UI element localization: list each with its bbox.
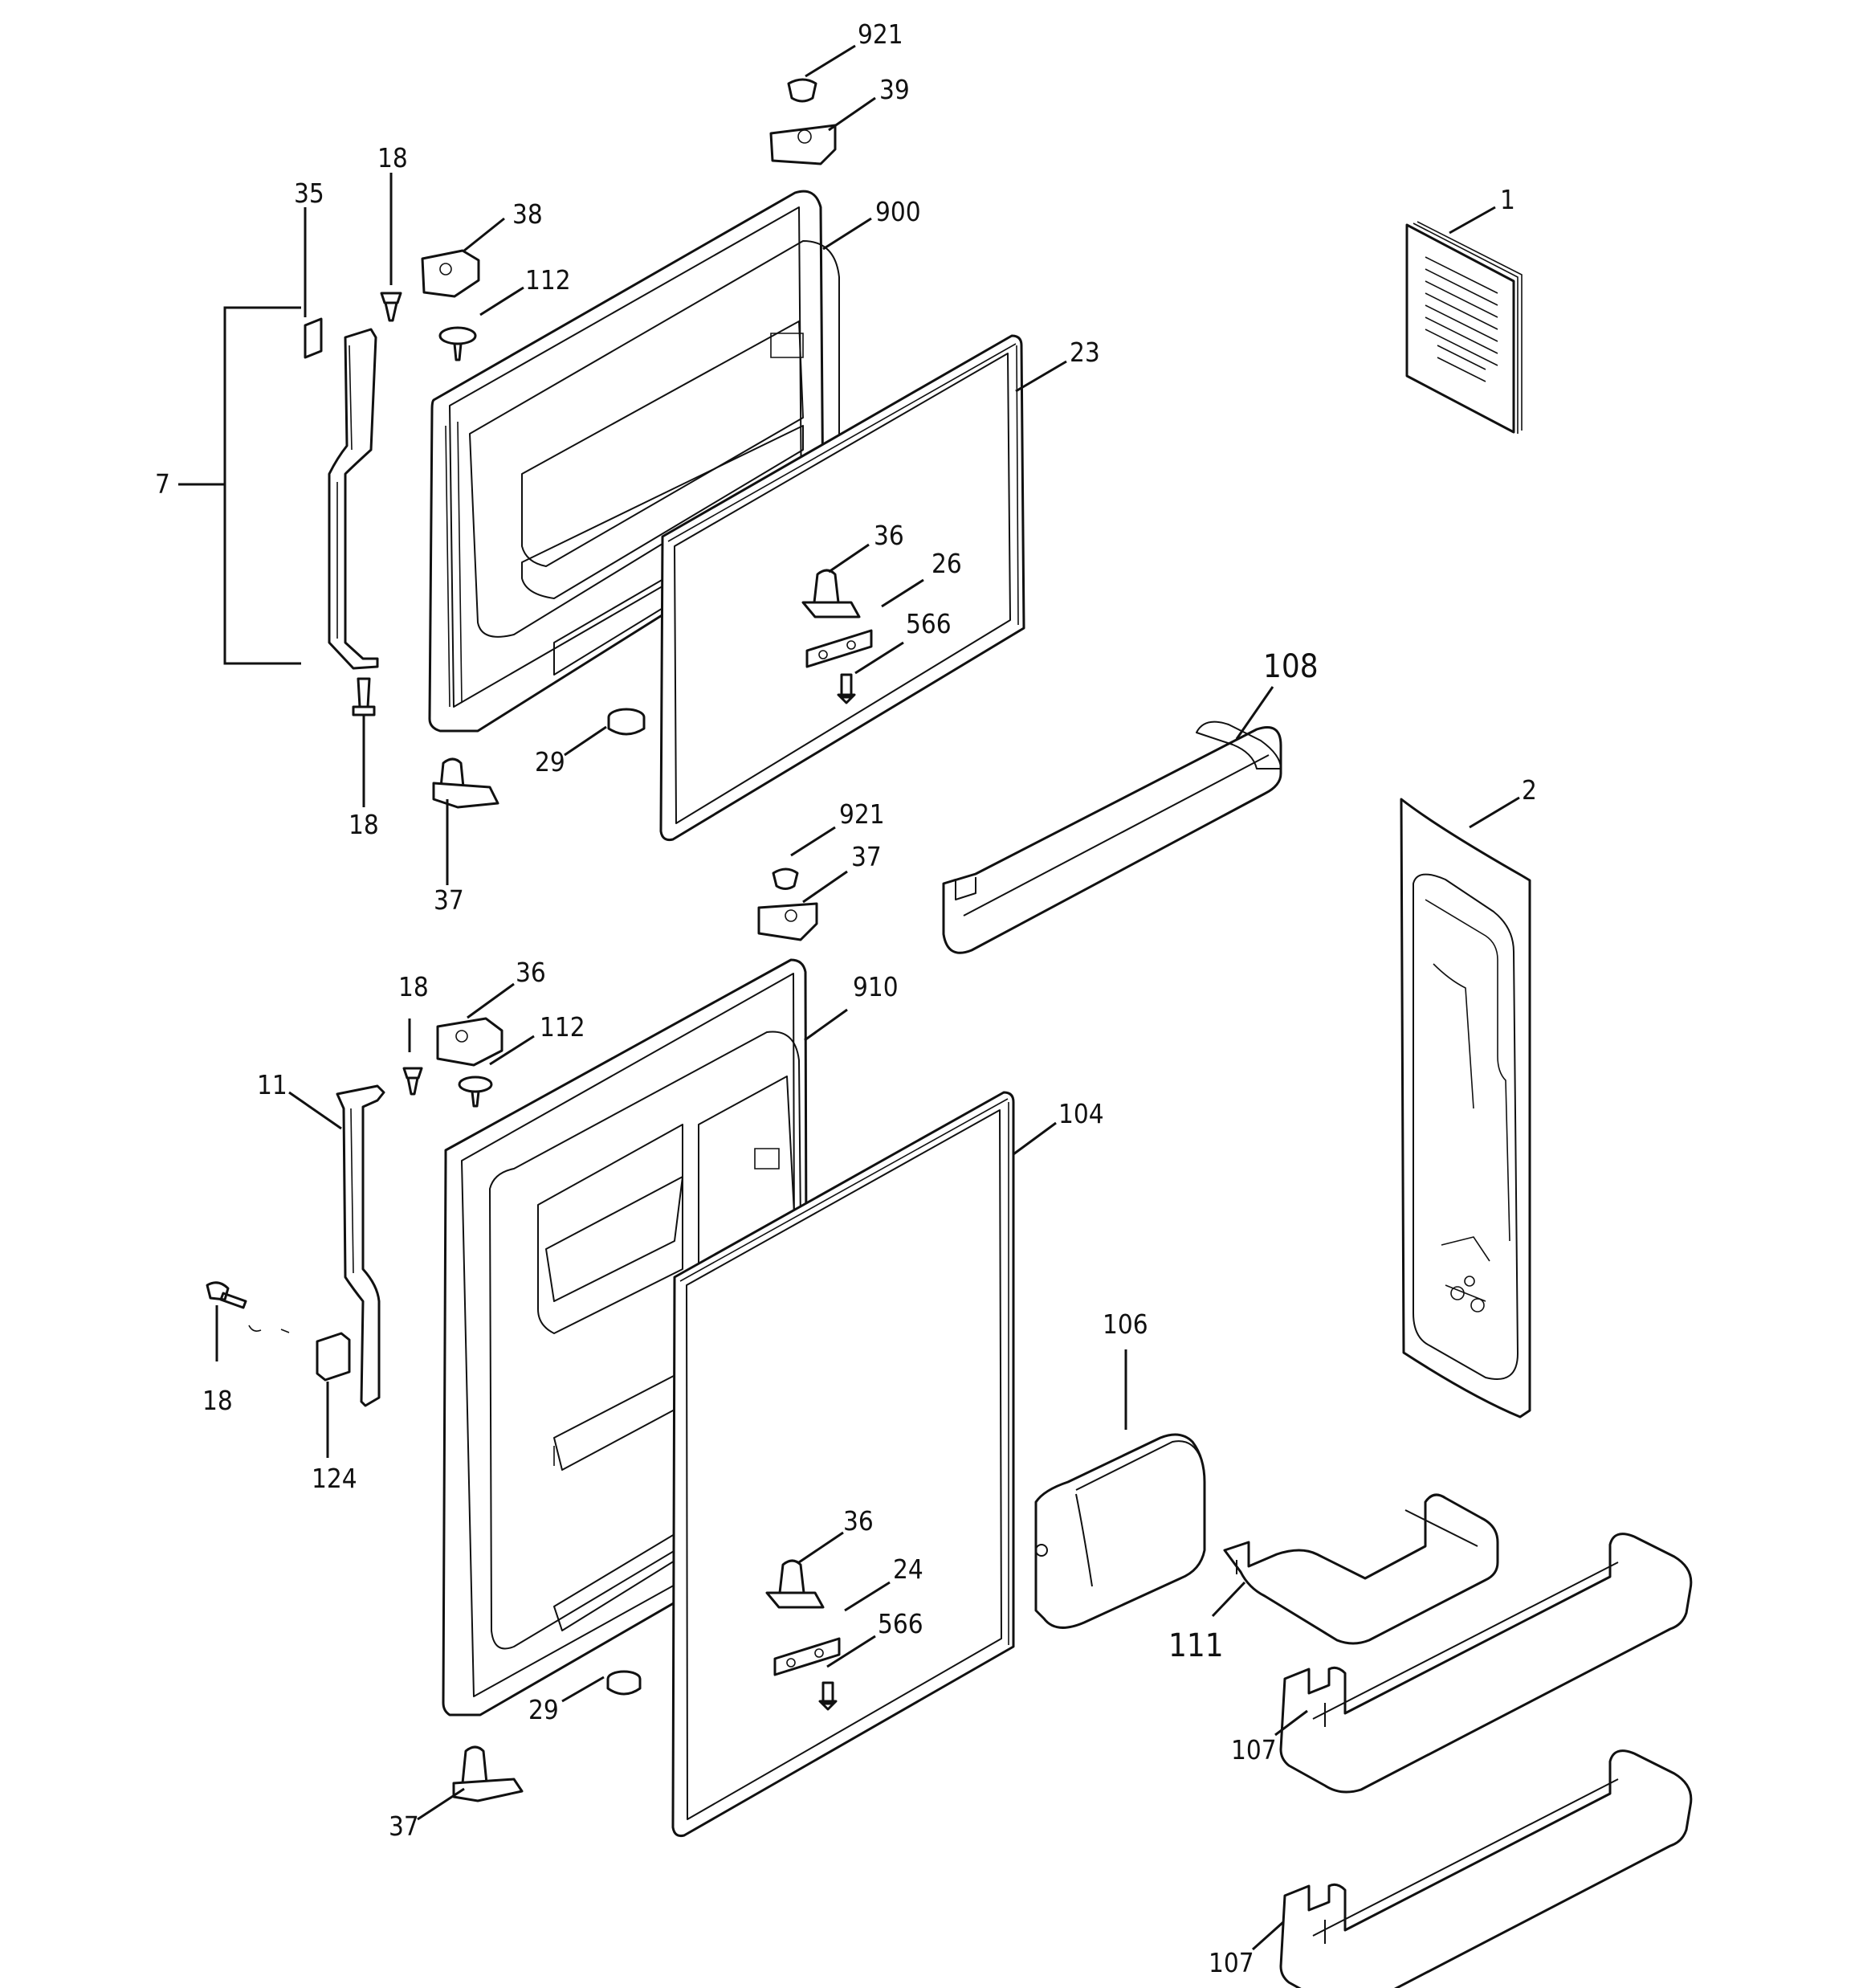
callout-36-mid: 36 xyxy=(516,957,546,988)
hinge-39 xyxy=(769,124,837,165)
callout-1: 1 xyxy=(1500,184,1515,215)
callout-104: 104 xyxy=(1058,1098,1104,1129)
callout-36-fresh: 36 xyxy=(843,1505,874,1537)
callout-38: 38 xyxy=(512,198,543,230)
callout-107-lower: 107 xyxy=(1209,1947,1254,1978)
callout-112-top: 112 xyxy=(525,264,571,296)
plate-24 xyxy=(773,1637,841,1676)
callout-2: 2 xyxy=(1522,774,1537,806)
callout-7: 7 xyxy=(155,468,170,500)
fresh-food-handle-11 xyxy=(336,1084,385,1407)
bushing-29-freezer xyxy=(607,708,646,736)
callout-108: 108 xyxy=(1263,648,1319,685)
hinge-pin-37-bottom xyxy=(452,1745,524,1802)
leader-lines xyxy=(215,44,1520,1951)
callout-18-top: 18 xyxy=(377,142,408,173)
hinge-36-mid xyxy=(436,1017,503,1067)
callout-106: 106 xyxy=(1103,1308,1148,1340)
hinge-cap-921-mid xyxy=(772,867,799,890)
hinge-37-mid xyxy=(757,902,818,941)
freezer-door-gasket-23 xyxy=(659,334,1025,841)
door-bin-108 xyxy=(942,720,1282,954)
door-panel-2 xyxy=(1400,798,1531,1419)
callout-37-mid: 37 xyxy=(851,841,882,872)
medallion-35 xyxy=(304,317,323,359)
freezer-handle-7 xyxy=(304,317,379,670)
stop-112-mid xyxy=(458,1076,493,1108)
callout-11: 11 xyxy=(257,1069,287,1100)
screw-18-bottom-freezer xyxy=(352,677,376,716)
screw-566-freezer xyxy=(837,673,856,704)
bushing-29-fresh xyxy=(606,1670,642,1696)
clip-124 xyxy=(316,1332,351,1382)
screw-18-mid xyxy=(402,1067,423,1096)
door-bin-107-upper xyxy=(1279,1533,1693,1794)
stop-112-top xyxy=(438,326,477,361)
plate-26 xyxy=(805,629,873,668)
callout-26: 26 xyxy=(932,548,962,579)
hinge-pin-36-freezer-gasket xyxy=(801,569,861,618)
callout-921-top: 921 xyxy=(858,18,903,50)
door-bin-111 xyxy=(1223,1493,1499,1645)
callout-23: 23 xyxy=(1070,337,1100,368)
callout-107-upper: 107 xyxy=(1231,1734,1277,1766)
callout-18-mid: 18 xyxy=(398,971,429,1002)
screw-566-fresh xyxy=(818,1681,838,1711)
callout-921-mid: 921 xyxy=(839,798,885,830)
callout-112-mid: 112 xyxy=(540,1011,585,1043)
callout-124: 124 xyxy=(312,1463,357,1494)
callout-37-freezer: 37 xyxy=(434,884,464,916)
callout-18-lower-left: 18 xyxy=(202,1385,233,1416)
callout-37-bottom: 37 xyxy=(389,1810,419,1842)
hinge-cap-921-top xyxy=(787,78,817,103)
callout-111: 111 xyxy=(1168,1627,1224,1664)
callout-29-fresh: 29 xyxy=(528,1694,559,1725)
fresh-food-door-gasket-104 xyxy=(671,1091,1015,1837)
callout-910: 910 xyxy=(853,971,899,1002)
callout-566-freezer: 566 xyxy=(906,608,952,639)
callout-900: 900 xyxy=(875,196,921,227)
callout-39: 39 xyxy=(879,74,910,105)
callout-35: 35 xyxy=(294,178,324,209)
dairy-compartment-106 xyxy=(1034,1433,1206,1629)
use-and-care-label-1 xyxy=(1405,221,1523,434)
hinge-38 xyxy=(421,249,480,298)
screw-18-lower-left xyxy=(206,1281,290,1333)
callout-18-freezer-bottom: 18 xyxy=(349,809,379,840)
callout-24: 24 xyxy=(893,1553,923,1585)
callout-566-fresh: 566 xyxy=(878,1608,923,1639)
callout-bracket-7 xyxy=(178,306,301,665)
door-bin-107-lower xyxy=(1279,1749,1693,1988)
callout-36-freezer: 36 xyxy=(874,520,904,551)
screw-18-top xyxy=(380,292,402,322)
hinge-pin-37-freezer xyxy=(432,757,499,809)
hinge-pin-36-fresh-gasket xyxy=(765,1559,825,1609)
callout-29-freezer: 29 xyxy=(535,746,565,778)
